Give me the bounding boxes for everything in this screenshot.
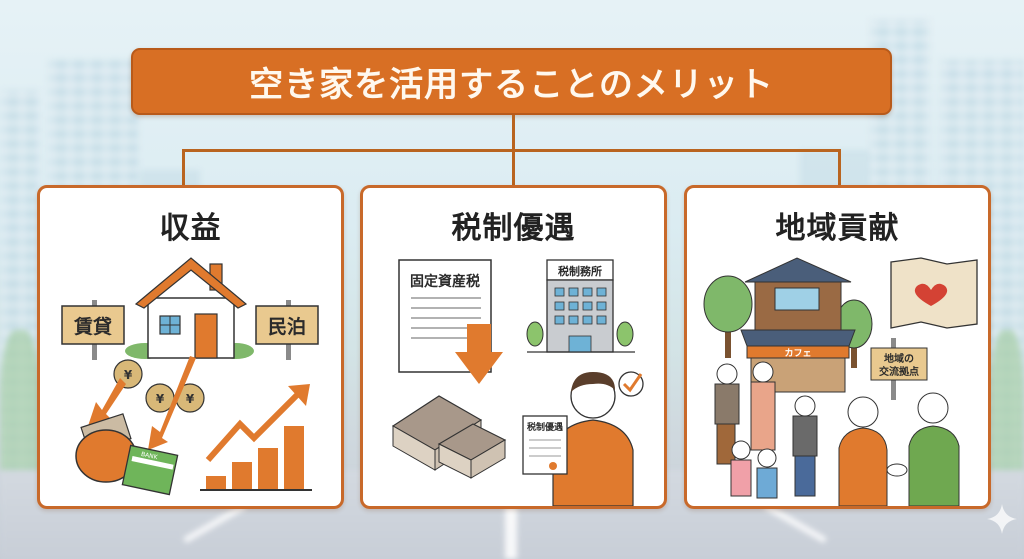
panel-title-community: 地域貢献 — [775, 211, 900, 246]
svg-text:¥: ¥ — [156, 392, 165, 406]
sparkle-watermark-icon — [987, 504, 1017, 534]
connector-right — [838, 149, 841, 187]
rental-sign: 賃貸 — [61, 300, 125, 360]
flow-arrows-icon — [88, 356, 196, 450]
svg-text:交流拠点: 交流拠点 — [879, 365, 919, 378]
svg-text:税制優遇: 税制優遇 — [527, 421, 563, 433]
handshake-people — [838, 392, 960, 506]
minpaku-sign: 民泊 — [255, 300, 319, 360]
house-icon — [125, 257, 254, 359]
panel-title-revenue: 収益 — [159, 211, 222, 246]
connector-horizontal — [182, 149, 841, 152]
tax-office-building-icon: 税制務所 — [526, 259, 635, 353]
person-with-certificate: 税制優遇 — [522, 372, 634, 506]
residents-group — [714, 361, 818, 499]
svg-text:民泊: 民泊 — [268, 316, 306, 338]
svg-text:固定資産税: 固定資産税 — [410, 273, 480, 290]
panel-tax-benefits: 固定資産税 税制務所 — [360, 185, 667, 509]
community-sign: 地域の 交流拠点 — [870, 338, 928, 400]
money-bags-icon: ¥ ¥ ¥ — [113, 359, 205, 413]
map-with-heart-icon — [890, 257, 978, 329]
svg-text:¥: ¥ — [186, 392, 195, 406]
bankbook-icon: BANK — [121, 444, 179, 496]
svg-text:カフェ: カフェ — [784, 348, 811, 359]
revenue-illustration: 賃貸 民泊 ¥ ¥ ¥ — [61, 257, 319, 496]
svg-text:BANK: BANK — [140, 451, 159, 462]
down-arrow-icon — [455, 324, 503, 384]
page-title: 空き家を活用することのメリット — [249, 65, 774, 105]
wallet-icon — [75, 413, 137, 483]
svg-text:税制務所: 税制務所 — [558, 264, 602, 278]
checkmark-icon — [618, 371, 644, 397]
community-illustration: カフェ 地域の 交流拠点 — [703, 257, 978, 506]
svg-text:¥: ¥ — [124, 368, 133, 382]
svg-text:地域の: 地域の — [884, 352, 914, 365]
panel-community-contribution: カフェ 地域の 交流拠点 地域貢献 — [684, 185, 991, 509]
rising-bar-chart-icon — [200, 384, 312, 491]
cash-stacks-icon — [391, 395, 507, 479]
panel-revenue: 賃貸 民泊 ¥ ¥ ¥ — [37, 185, 344, 509]
title-banner: 空き家を活用することのメリット — [131, 48, 892, 115]
tax-illustration: 固定資産税 税制務所 — [391, 259, 644, 506]
connector-left — [182, 149, 185, 187]
tax-document-icon: 固定資産税 — [398, 259, 492, 373]
svg-text:賃貸: 賃貸 — [73, 315, 112, 338]
panel-title-tax-benefits: 税制優遇 — [451, 211, 576, 246]
